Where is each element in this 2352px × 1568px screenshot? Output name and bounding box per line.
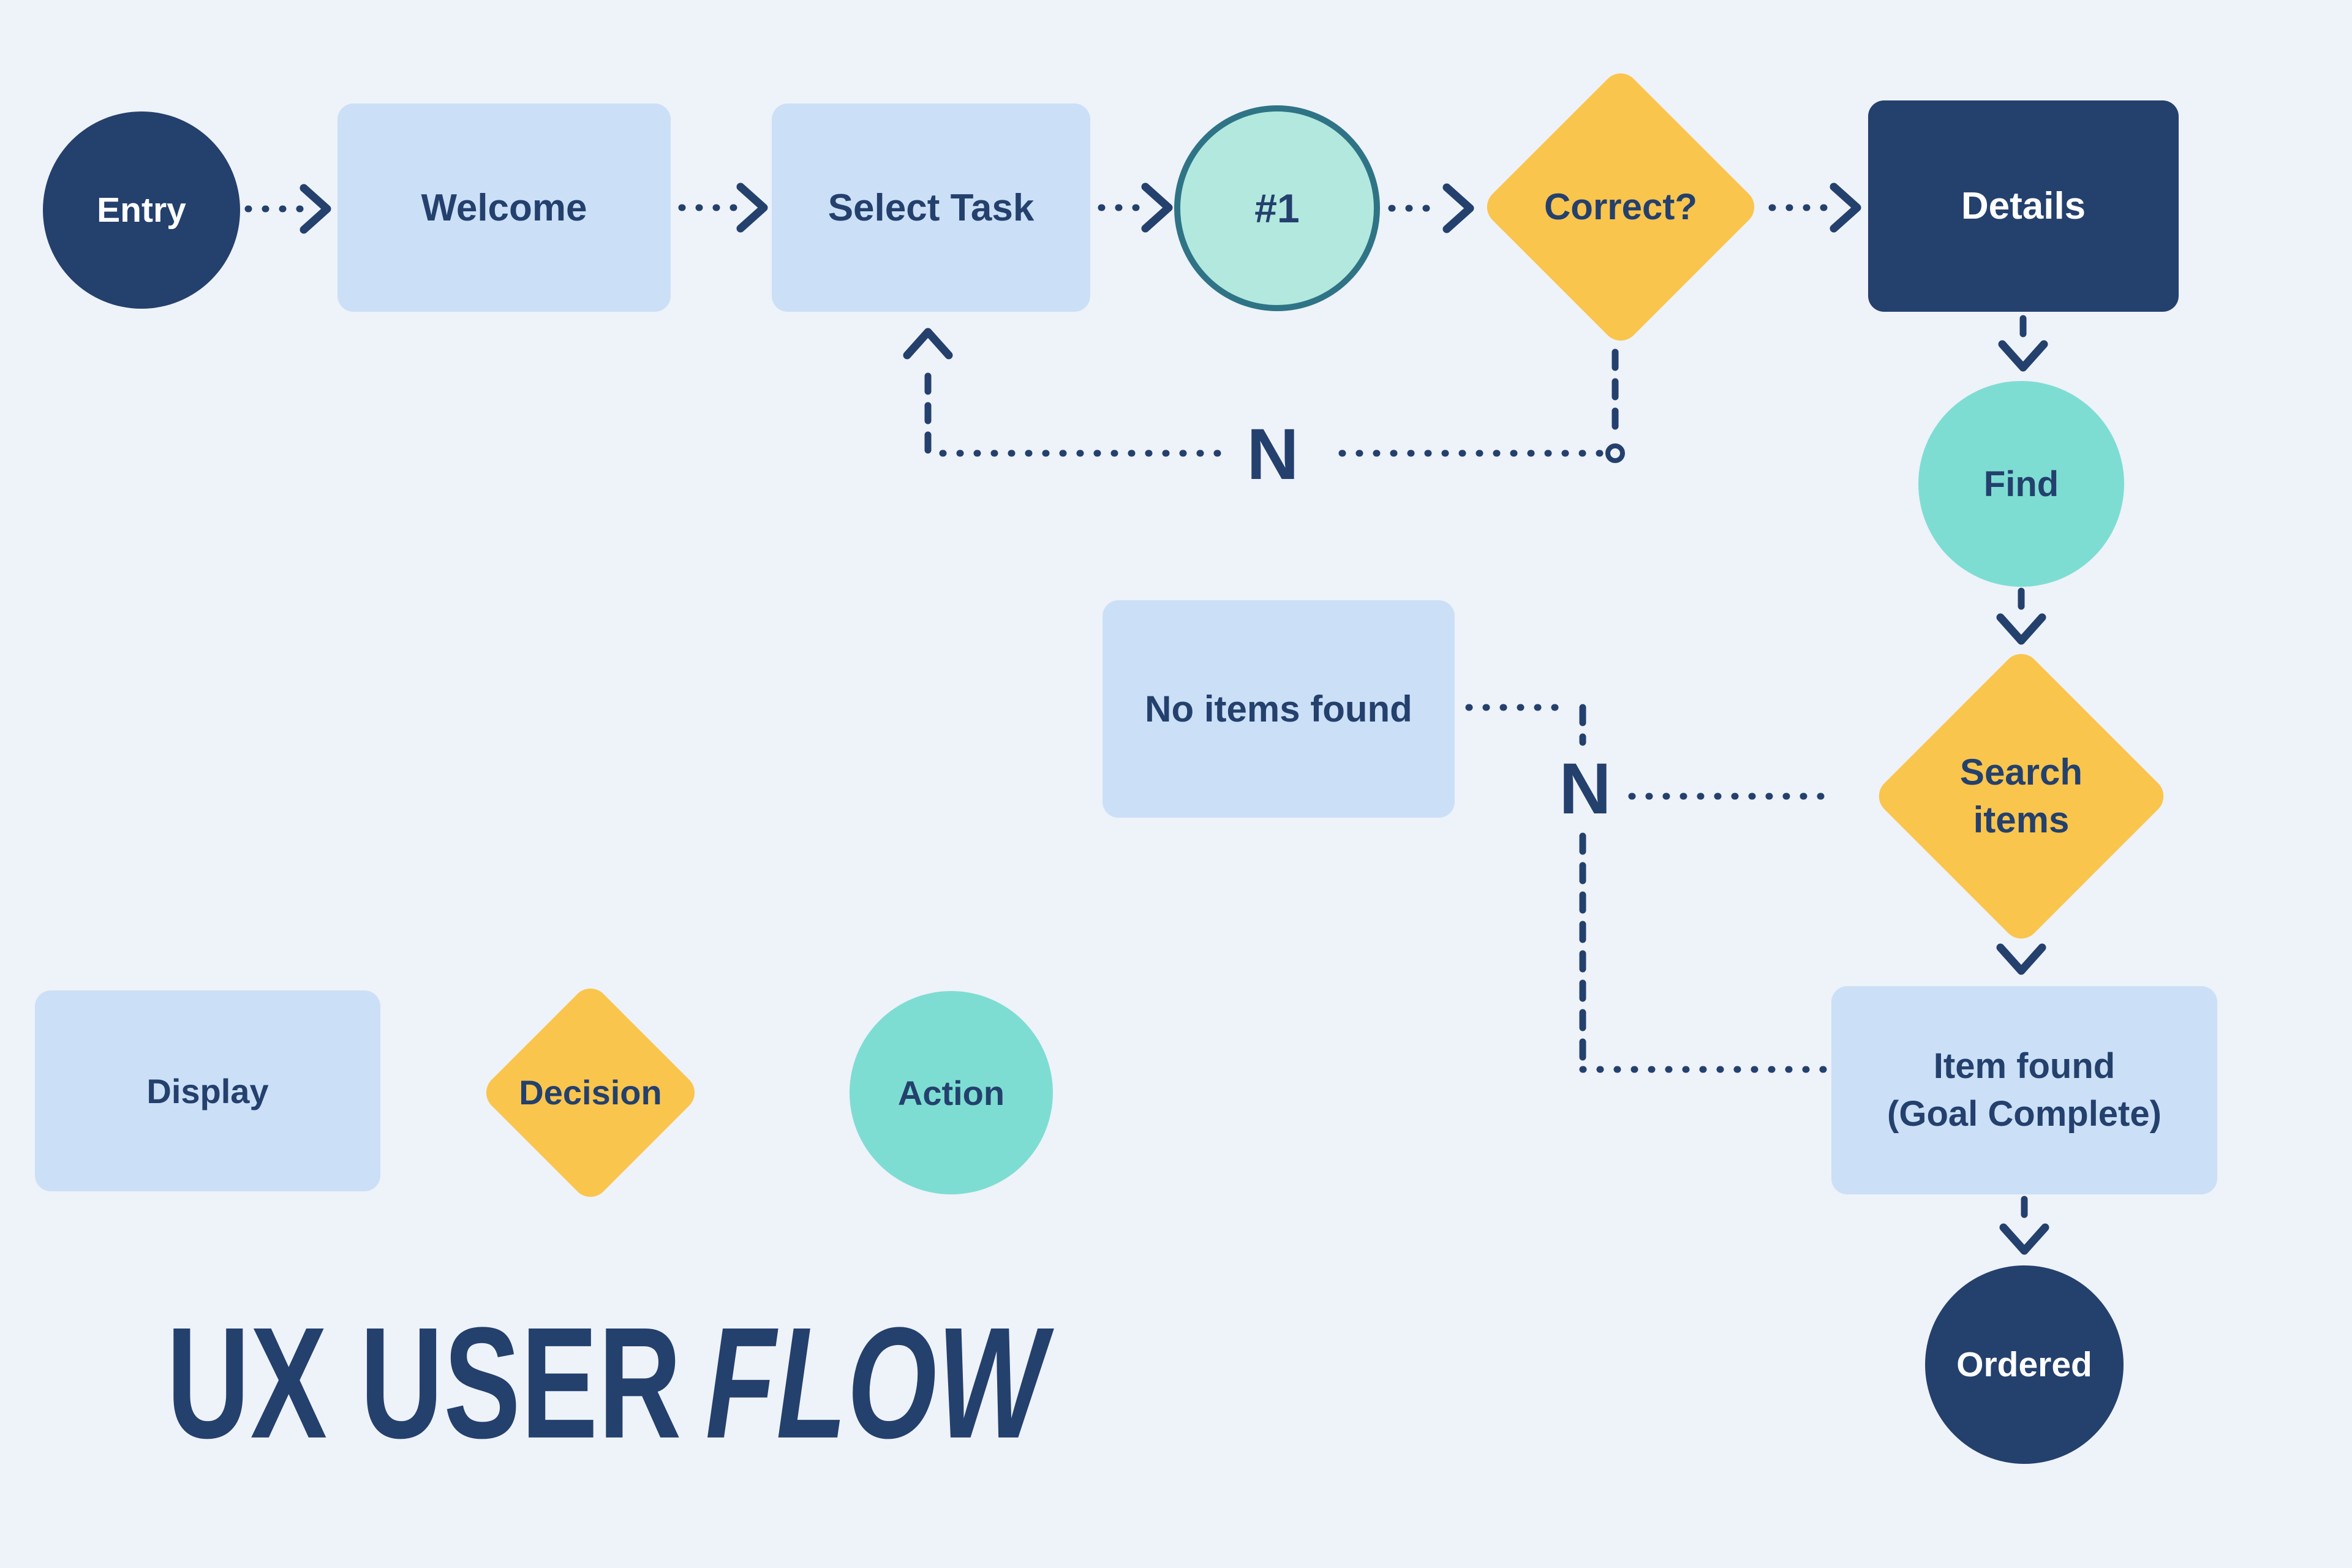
page-title-accent: FLOW [705, 1294, 1047, 1471]
page-title-main: UX USER [167, 1294, 682, 1471]
node-ordered: Ordered [1925, 1265, 2124, 1464]
edge-welcome-select-arrowhead [736, 183, 768, 233]
node-no-items-found-label: No items found [1145, 688, 1412, 729]
edge-correct-details-arrowhead [1830, 183, 1861, 233]
node-step-1: #1 [1174, 105, 1380, 311]
node-welcome: Welcome [337, 104, 671, 312]
edge-step1-correct-arrowhead [1442, 183, 1474, 233]
edge-details-find-arrowhead [1998, 340, 2048, 372]
node-item-found: Item found (Goal Complete) [1831, 986, 2217, 1194]
node-search-items-line1: Search [1959, 752, 2083, 793]
node-welcome-label: Welcome [421, 186, 587, 229]
edge-itemfound-ordered-arrowhead [1999, 1223, 2049, 1255]
node-details: Details [1868, 100, 2179, 312]
node-select-task: Select Task [772, 104, 1090, 312]
legend-action-label: Action [897, 1073, 1005, 1112]
node-details-label: Details [1961, 185, 2086, 227]
loop-up-arrowhead [903, 328, 953, 360]
node-ordered-label: Ordered [1956, 1345, 2092, 1384]
node-search-items-line2: items [1973, 799, 2070, 840]
node-select-task-label: Select Task [827, 186, 1035, 229]
loop-junction-ring [1605, 443, 1625, 463]
edge-select-step1-arrowhead [1141, 183, 1173, 233]
node-find-label: Find [1983, 464, 2059, 504]
legend-display-label: Display [146, 1071, 269, 1110]
node-correct-label: Correct? [1544, 186, 1698, 227]
node-search-items-decision: Search items [1871, 646, 2171, 946]
node-find: Find [1918, 381, 2124, 587]
edge-search-itemfound-arrowhead [1996, 943, 2046, 975]
node-entry-label: Entry [97, 190, 186, 230]
node-entry: Entry [43, 111, 240, 309]
legend-decision-shape: Decision [478, 981, 703, 1205]
legend-action-shape: Action [850, 991, 1053, 1194]
edge-label-search-n: N [1559, 748, 1611, 829]
node-item-found-line1: Item found [1933, 1046, 2116, 1086]
edge-label-loop-n: N [1246, 414, 1299, 495]
edge-entry-welcome-arrowhead [300, 184, 331, 234]
edge-find-search-arrowhead [1996, 613, 2046, 645]
node-step-1-label: #1 [1254, 186, 1300, 231]
node-item-found-line2: (Goal Complete) [1887, 1094, 2162, 1134]
node-correct-decision: Correct? [1479, 66, 1762, 349]
node-no-items-found: No items found [1102, 600, 1455, 818]
legend-display-shape: Display [35, 990, 380, 1191]
legend-decision-label: Decision [519, 1072, 662, 1112]
